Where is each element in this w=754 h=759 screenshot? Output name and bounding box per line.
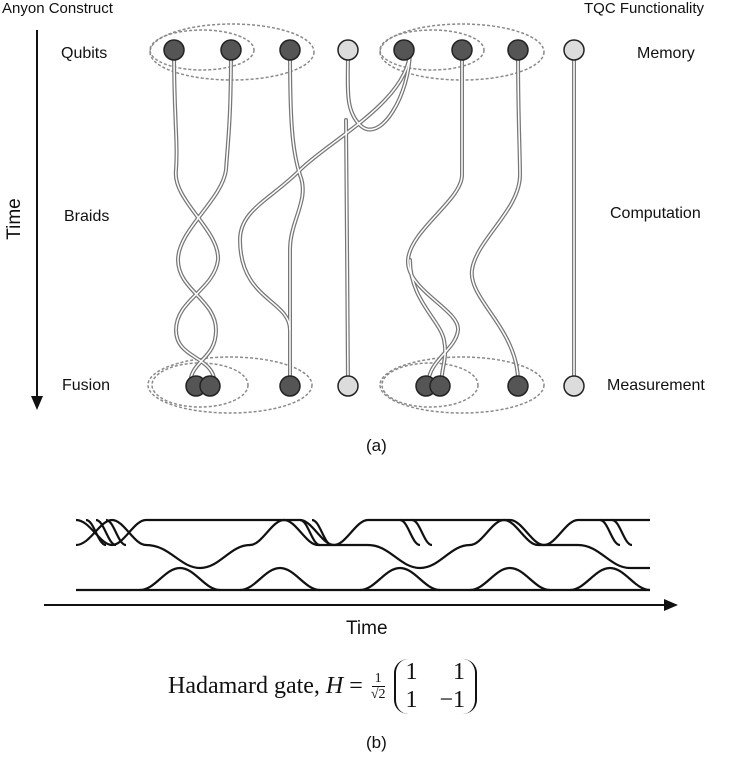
formula-variable: H [325, 673, 344, 700]
row-label-measurement: Measurement [607, 377, 705, 394]
matrix-cell: 1 [453, 659, 466, 685]
fraction-denominator: √2 [370, 687, 386, 703]
anyon-light [337, 375, 359, 397]
anyon-light [337, 39, 359, 61]
matrix-cell: −1 [439, 686, 466, 713]
hadamard-matrix: 1 1 1 −1 [393, 659, 478, 715]
fusion-pair-ellipse-right [381, 362, 479, 408]
row-label-computation: Computation [610, 205, 701, 222]
strand-1 [172, 48, 221, 387]
formula-equals: = [349, 673, 363, 700]
anyon-dark [451, 39, 473, 61]
time-arrowhead-vertical [31, 396, 43, 410]
row-label-braids: Braids [64, 208, 110, 225]
strand-5 [237, 48, 412, 332]
tqc-functionality-header: TQC Functionality [584, 0, 705, 17]
row-label-qubits: Qubits [61, 45, 108, 62]
matrix-cell: 1 [405, 659, 418, 685]
time-axis-label-horizontal: Time [346, 618, 388, 639]
anyon-construct-header: Anyon Construct [2, 0, 113, 17]
fraction-numerator: 1 [371, 671, 385, 688]
anyon-dark [220, 39, 242, 61]
anyon-dark [279, 375, 301, 397]
hadamard-braid-strip [75, 518, 651, 592]
row-label-memory: Memory [637, 45, 695, 62]
anyon-light [563, 39, 585, 61]
anyon-dark [163, 39, 185, 61]
qubit-pair-ellipse-right [379, 29, 485, 71]
caption-a: (a) [366, 436, 387, 455]
anyon-dark [393, 39, 415, 61]
formula-prefix: Hadamard gate, [168, 673, 320, 700]
row-label-fusion: Fusion [62, 377, 111, 394]
anyon-light [563, 375, 585, 397]
strand-4 [345, 48, 412, 132]
qubit-pair-ellipse-left [149, 29, 255, 71]
anyon-fused-dark [429, 375, 451, 397]
fusion-group-ellipse-left [147, 356, 313, 414]
hadamard-formula: Hadamard gate, H = 1 √2 1 1 1 −1 [168, 659, 478, 715]
time-arrowhead-horizontal [664, 599, 678, 611]
anyon-dark [507, 39, 529, 61]
caption-b: (b) [366, 733, 387, 752]
fusion-group-ellipse-right [379, 356, 545, 414]
anyon-fused-dark [199, 375, 221, 397]
anyon-dark [507, 375, 529, 397]
strand-2 [175, 48, 233, 387]
strand-8 [469, 48, 523, 387]
formula-fraction: 1 √2 [371, 671, 386, 703]
anyon-dark [279, 39, 301, 61]
matrix-cell: 1 [405, 686, 418, 713]
